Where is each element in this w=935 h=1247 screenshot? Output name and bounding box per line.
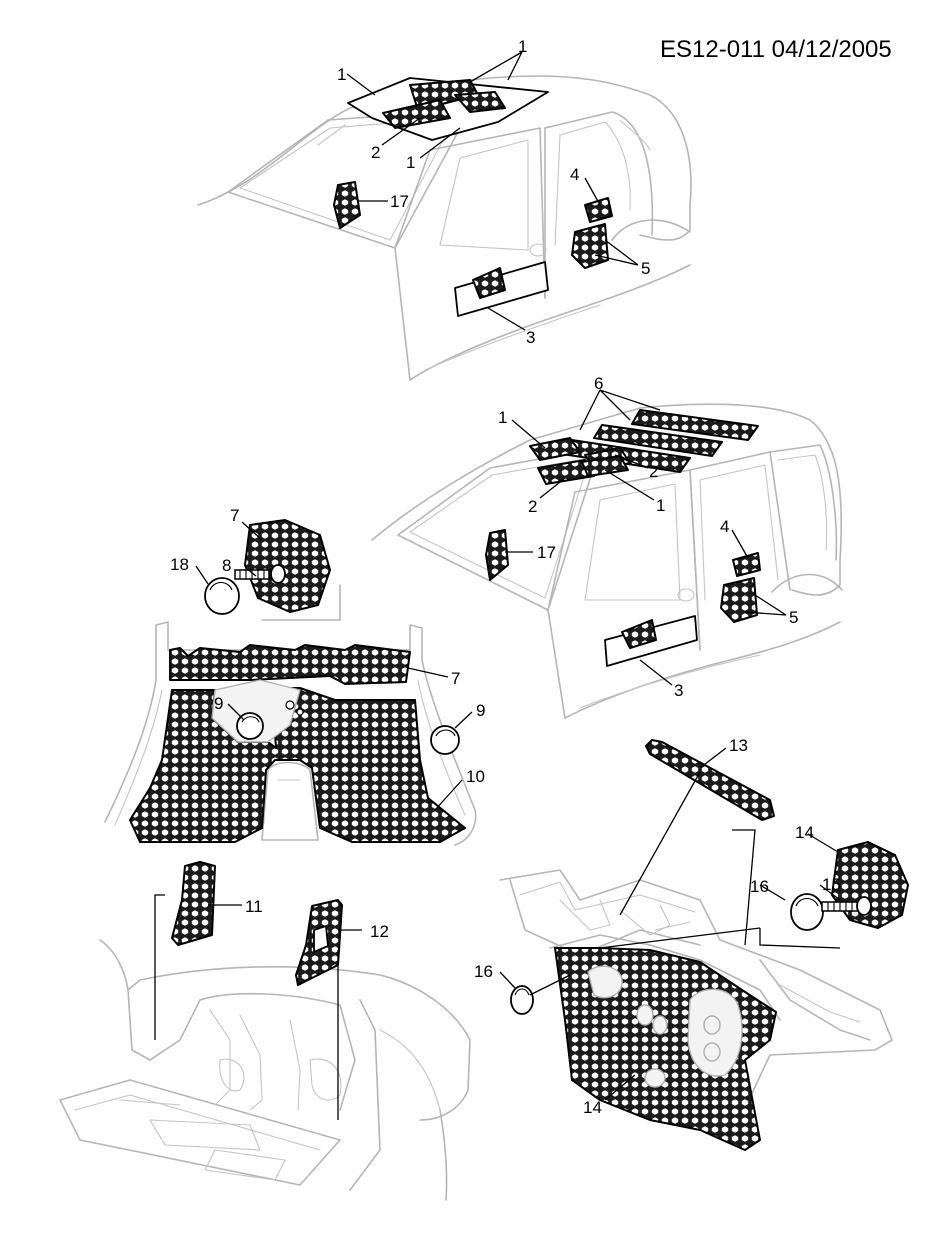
sedan-insulation-pads bbox=[333, 77, 613, 317]
floor-callouts: 7 8 18 7 9 9 10 bbox=[170, 506, 485, 786]
dash-callouts: 13 14 16 15 16 14 bbox=[474, 736, 841, 1117]
callout-sedan-1b: 1 bbox=[518, 37, 527, 56]
sedan-front-door-pad bbox=[472, 267, 506, 299]
callout-floor-7a: 7 bbox=[230, 506, 239, 525]
callout-sedan-17: 17 bbox=[390, 192, 409, 211]
dash-hole-3 bbox=[644, 1068, 666, 1088]
dash-plug-16-left bbox=[510, 985, 534, 1015]
floor-pad-closeup bbox=[244, 519, 331, 613]
wagon-callouts: 6 1 2 2 1 17 4 5 3 bbox=[498, 374, 798, 700]
dash-fasteners bbox=[510, 893, 872, 1015]
floor-plug-9-right bbox=[430, 725, 460, 755]
floor-plug-18 bbox=[204, 577, 240, 615]
callout-wagon-2a: 2 bbox=[649, 462, 658, 481]
callout-sedan-3: 3 bbox=[526, 328, 535, 347]
sedan-pillar-pad bbox=[333, 181, 361, 229]
wagon-roof-strip-front bbox=[631, 409, 759, 441]
floor-fasteners bbox=[204, 564, 460, 755]
wagon-rear-door-pad-upper bbox=[732, 552, 761, 577]
side-panel-pad-11 bbox=[171, 861, 216, 946]
sedan-rear-door-pad-upper bbox=[584, 197, 613, 223]
dash-stud-15 bbox=[821, 896, 872, 916]
wagon-rear-door-pad-lower bbox=[720, 577, 758, 623]
wagon-pillar-pad bbox=[485, 529, 509, 581]
front-body-illustration bbox=[59, 939, 471, 1201]
sedan-roof-pad-center bbox=[454, 91, 506, 113]
callout-floor-8: 8 bbox=[222, 556, 231, 575]
callout-sedan-2: 2 bbox=[371, 143, 380, 162]
floor-illustration bbox=[104, 584, 477, 846]
floor-callout-leaders bbox=[195, 521, 473, 811]
callout-sedan-5: 5 bbox=[641, 259, 650, 278]
side-panel-pads bbox=[171, 861, 343, 986]
dash-insulator-14 bbox=[554, 947, 777, 1151]
wagon-roof-pad-front-left bbox=[529, 437, 581, 461]
callout-floor-10: 10 bbox=[466, 767, 485, 786]
callout-wagon-3: 3 bbox=[674, 681, 683, 700]
callout-sedan-1a: 1 bbox=[337, 65, 346, 84]
sedan-callout-leaders bbox=[346, 51, 639, 331]
wagon-callout-leaders bbox=[505, 389, 787, 686]
callout-floor-9b: 9 bbox=[476, 701, 485, 720]
wagon-front-door-pad bbox=[621, 619, 657, 649]
callout-dash-14b: 14 bbox=[583, 1098, 602, 1117]
side-callouts: 11 12 bbox=[245, 897, 389, 941]
wagon-roof-pad-rear-center bbox=[581, 455, 629, 477]
side-panel-pad-12-cutout bbox=[313, 925, 329, 953]
callout-wagon-1a: 1 bbox=[498, 408, 507, 427]
callout-wagon-6: 6 bbox=[594, 374, 603, 393]
callout-floor-7b: 7 bbox=[451, 669, 460, 688]
dash-hole-1 bbox=[636, 1004, 654, 1026]
floor-stud-8 bbox=[234, 564, 286, 584]
callout-sedan-4: 4 bbox=[570, 165, 579, 184]
dash-hole-2 bbox=[652, 1015, 668, 1035]
floor-tunnel-cutout bbox=[211, 679, 301, 743]
dash-hole-4 bbox=[703, 1015, 721, 1035]
callout-side-12: 12 bbox=[370, 922, 389, 941]
callout-sedan-1c: 1 bbox=[406, 153, 415, 172]
callout-dash-16a: 16 bbox=[750, 877, 769, 896]
document-reference: ES12-011 04/12/2005 bbox=[660, 36, 892, 63]
callout-dash-16b: 16 bbox=[474, 962, 493, 981]
floor-dash-pad-strip bbox=[169, 644, 411, 685]
sedan-callouts: 1 1 1 2 17 4 5 3 bbox=[337, 37, 650, 347]
floor-insulation-pads bbox=[129, 519, 466, 843]
callout-wagon-5: 5 bbox=[789, 608, 798, 627]
callout-wagon-4: 4 bbox=[720, 517, 729, 536]
callout-side-11: 11 bbox=[245, 897, 263, 916]
dash-callout-leaders bbox=[499, 747, 841, 1101]
callout-floor-18: 18 bbox=[170, 555, 189, 574]
floor-carpet-insulator bbox=[129, 687, 466, 843]
dash-pad-closeup bbox=[831, 841, 909, 929]
sedan-roof-pad-rear bbox=[382, 99, 451, 129]
callout-floor-9a: 9 bbox=[214, 694, 223, 713]
callout-wagon-1b: 1 bbox=[656, 496, 665, 515]
wagon-insulation-pads bbox=[485, 409, 761, 667]
callout-wagon-17: 17 bbox=[537, 543, 556, 562]
dash-upper-strip-13 bbox=[645, 739, 775, 821]
callout-wagon-2b: 2 bbox=[528, 497, 537, 516]
callout-dash-13: 13 bbox=[729, 736, 748, 755]
dash-hole-5 bbox=[703, 1042, 721, 1062]
callout-dash-15: 15 bbox=[822, 875, 841, 894]
dash-plug-16-right bbox=[790, 893, 824, 931]
dash-illustration bbox=[499, 869, 893, 1141]
callout-dash-14a: 14 bbox=[795, 823, 814, 842]
side-callout-leaders bbox=[154, 894, 362, 1120]
sedan-rear-door-pad-lower bbox=[571, 223, 609, 269]
dash-insulation-pads bbox=[554, 739, 909, 1151]
wagon-roof-strip-middle bbox=[593, 424, 723, 457]
dash-cutout-left bbox=[587, 965, 623, 999]
